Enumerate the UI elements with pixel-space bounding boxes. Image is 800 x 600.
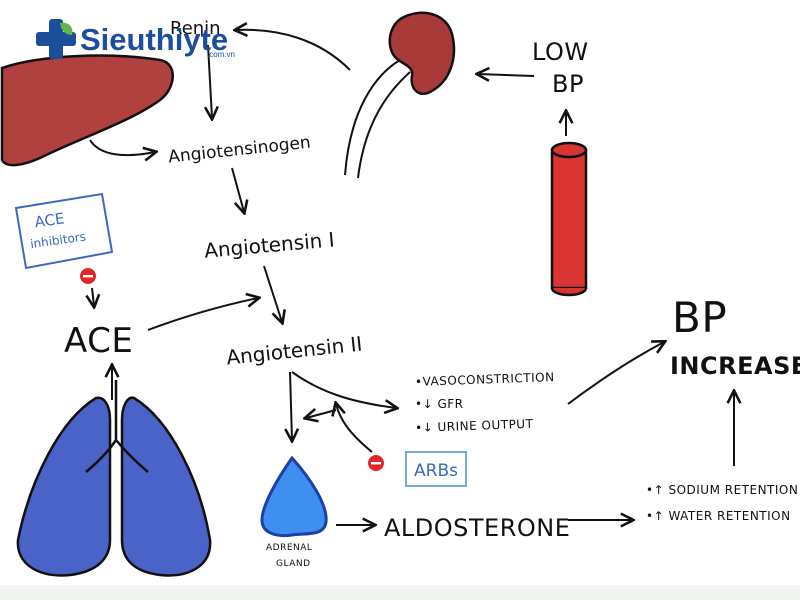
ace-inhibitors-box: ACE inhibitors [14, 192, 114, 270]
liver-shape [0, 54, 174, 167]
arrow-kidney-to-renin [236, 30, 351, 71]
effect-line: •↓ GFR [415, 397, 464, 411]
medical-cross-icon [34, 17, 78, 61]
aldosterone-label: ALDOSTERONE [384, 514, 570, 542]
arrow-arbs-block-2 [306, 410, 337, 418]
lungs-icon [16, 380, 212, 577]
brand-logo[interactable]: Sieuthiyte [34, 14, 228, 64]
adrenal-label-2: GLAND [276, 559, 311, 569]
ureter-line [357, 71, 411, 179]
arrow-liver-to-angiotensinogen [89, 139, 155, 155]
brand-domain: .com.vn [207, 50, 236, 59]
adrenal-label-1: ADRENAL [266, 543, 312, 553]
footer-strip [0, 585, 800, 600]
kidney-shape [388, 11, 456, 95]
ureter-line [344, 59, 401, 176]
bp-label: BP [672, 293, 727, 342]
arrow-ace-to-angiotensin-2 [147, 298, 258, 331]
arrow-angiotensin-1-to-angiotensin-2 [263, 265, 282, 322]
renin-label: Renin [170, 18, 221, 39]
effect-line: •↓ URINE OUTPUT [415, 417, 534, 435]
arrow-inhibitors-to-ace [92, 287, 94, 306]
arbs-label: ARBs [414, 461, 458, 481]
arrow-renin-to-angiotensinogen [208, 44, 212, 118]
arbs-box: ARBs [405, 451, 467, 487]
angiotensinogen-label: Angiotensinogen [167, 133, 311, 168]
adrenal-gland-shape [260, 455, 328, 538]
ace-inhibit-icon [80, 268, 96, 284]
angiotensin-2-label: Angiotensin II [225, 331, 363, 369]
arrow-angiotensin-2-to-effects [291, 371, 396, 408]
retention-line: •↑ WATER RETENTION [646, 509, 791, 523]
effect-line: •VASOCONSTRICTION [415, 370, 555, 389]
arrow-effects-to-bp [567, 342, 664, 405]
low-bp-label-1: LOW [532, 38, 589, 66]
arrow-angiotensin-2-to-adrenal [290, 371, 292, 440]
ace-inhibitors-label-1: ACE [33, 209, 65, 231]
retention-line: •↑ SODIUM RETENTION [646, 483, 798, 497]
arrow-arbs-block [336, 404, 373, 453]
angiotensin-1-label: Angiotensin I [203, 227, 335, 262]
arrow-angiotensinogen-to-angiotensin-1 [231, 167, 244, 212]
arbs-inhibit-icon [368, 455, 384, 471]
arrow-lowbp-to-kidney [478, 74, 535, 76]
brand-name: Sieuthiyte [80, 21, 229, 57]
ace-label: ACE [64, 321, 133, 361]
blood-vessel-icon [550, 141, 588, 297]
increased-label: INCREASED [670, 352, 800, 380]
low-bp-label-2: BP [552, 70, 584, 98]
